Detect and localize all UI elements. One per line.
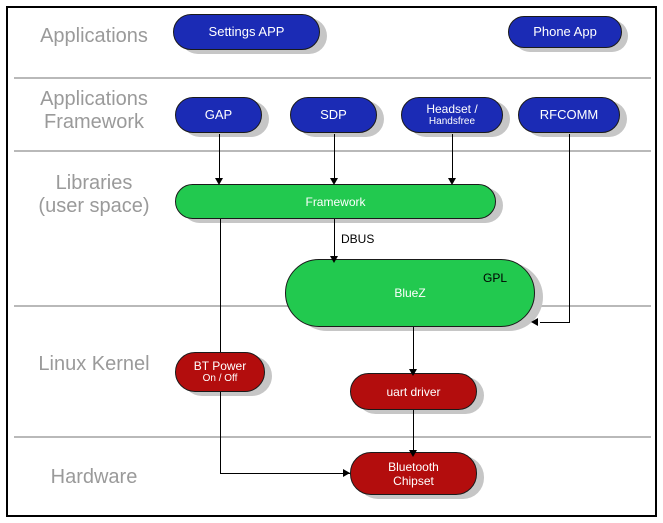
node-rfcomm-label: RFCOMM	[539, 107, 599, 122]
edge-gap-framework-arrow	[215, 178, 223, 185]
node-rfcomm[interactable]: RFCOMM	[518, 97, 620, 133]
node-framework[interactable]: Framework	[175, 184, 496, 219]
layer-separator-framework	[14, 150, 651, 152]
node-sdp-label: SDP	[320, 107, 347, 122]
edge-framework-chipset-hline	[220, 473, 350, 474]
edge-framework-chipset-arrow	[343, 469, 350, 477]
layer-label-hardware: Hardware	[50, 466, 138, 488]
node-bt-power-sublabel: On / Off	[202, 373, 238, 384]
layer-label-libraries: Libraries (user space)	[38, 172, 150, 217]
node-phone-app[interactable]: Phone App	[508, 16, 622, 48]
node-uart-driver[interactable]: uart driver	[350, 373, 477, 410]
layer-separator-applications	[14, 77, 651, 79]
edge-headset-framework-line	[452, 134, 453, 182]
edge-rfcomm-bluez-vline	[569, 134, 570, 323]
node-gap[interactable]: GAP	[175, 97, 262, 133]
node-bluez-gpl-badge: GPL	[483, 271, 508, 285]
edge-gap-framework-line	[219, 134, 220, 182]
node-gap-label: GAP	[204, 107, 233, 122]
edge-label-dbus: DBUS	[341, 232, 375, 246]
edge-uart-chipset-line	[413, 410, 414, 456]
node-bt-power-label: BT Power	[193, 359, 247, 373]
node-phone-app-label: Phone App	[533, 24, 597, 39]
layer-separator-kernel	[14, 436, 651, 438]
layer-label-applications: Applications	[40, 25, 148, 47]
edge-framework-chipset-vline	[220, 219, 221, 474]
node-bt-power[interactable]: BT Power On / Off	[175, 352, 265, 392]
edge-framework-bluez-arrow	[330, 256, 338, 263]
layer-label-linux-kernel: Linux Kernel	[38, 353, 150, 375]
edge-bluez-uart-arrow	[409, 369, 417, 376]
node-settings-app-label: Settings APP	[208, 24, 285, 39]
node-bluetooth-chipset-label: Bluetooth	[388, 459, 439, 474]
node-bluez[interactable]: BlueZ	[285, 259, 535, 327]
node-headset-handsfree[interactable]: Headset / Handsfree	[401, 97, 503, 133]
edge-rfcomm-bluez-arrow	[531, 318, 538, 326]
edge-sdp-framework-line	[334, 134, 335, 182]
diagram-frame	[6, 6, 657, 517]
node-bluez-label: BlueZ	[394, 286, 426, 300]
edge-uart-chipset-arrow	[409, 450, 417, 457]
edge-bluez-uart-line	[413, 327, 414, 375]
node-framework-label: Framework	[305, 194, 366, 209]
node-settings-app[interactable]: Settings APP	[173, 14, 320, 50]
edge-framework-bluez-line	[334, 219, 335, 261]
node-bluetooth-chipset-sublabel: Chipset	[393, 473, 434, 488]
edge-rfcomm-bluez-hline	[540, 322, 570, 323]
node-headset-sublabel: Handsfree	[428, 116, 476, 127]
layer-label-applications-framework: Applications Framework	[40, 88, 148, 133]
node-uart-driver-label: uart driver	[386, 384, 441, 399]
edge-sdp-framework-arrow	[330, 178, 338, 185]
node-sdp[interactable]: SDP	[290, 97, 377, 133]
node-bluetooth-chipset[interactable]: Bluetooth Chipset	[350, 452, 477, 495]
node-headset-label: Headset /	[426, 102, 478, 116]
edge-headset-framework-arrow	[448, 178, 456, 185]
